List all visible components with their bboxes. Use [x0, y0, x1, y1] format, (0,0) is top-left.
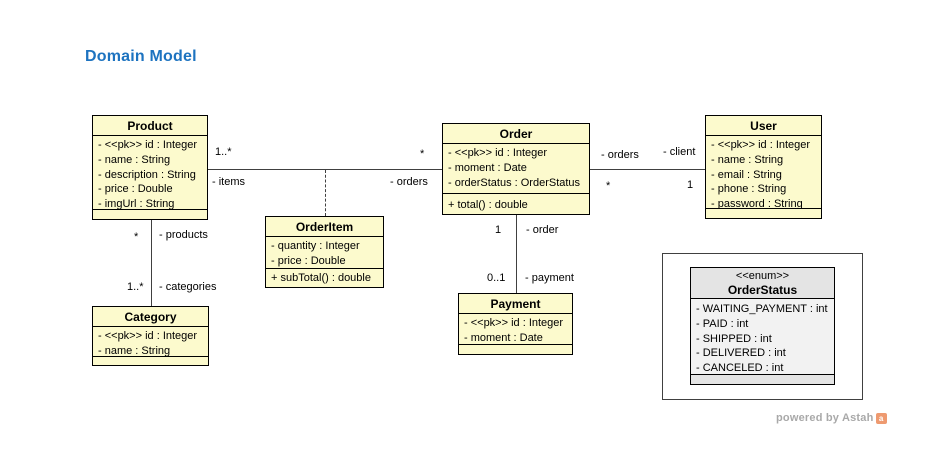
attribute: - <<pk>> id : Integer [448, 147, 548, 159]
multiplicity-label: * [606, 180, 611, 192]
attribute: - <<pk>> id : Integer [98, 330, 198, 342]
class-payment: Payment - <<pk>> id : Integer - moment : … [458, 293, 573, 355]
enum-literal: - CANCELED : int [696, 362, 784, 375]
attribute: - price : Double [98, 183, 173, 196]
attribute: - email : String [711, 168, 782, 181]
multiplicity-label: 1..* [127, 281, 144, 293]
enum-literal: - PAID : int [696, 317, 749, 330]
class-title: Payment [459, 294, 572, 314]
role-label: - products [159, 229, 208, 241]
attribute: - moment : Date [448, 161, 527, 174]
association-class-dashed-line [325, 170, 326, 216]
role-label: - orders [390, 176, 428, 188]
attribute: - <<pk>> id : Integer [464, 317, 564, 329]
attribute: - price : Double [271, 254, 346, 267]
role-label: - order [526, 224, 559, 236]
association-line-order-payment [516, 215, 517, 293]
class-operations [706, 209, 821, 218]
attribute: - password : String [711, 198, 803, 209]
enum-empty-compartment [691, 375, 834, 384]
class-title: User [706, 116, 821, 136]
class-attributes: - <<pk>> id : Integer - moment : Date [459, 314, 572, 345]
enum-orderstatus: <<enum>> OrderStatus - WAITING_PAYMENT :… [690, 267, 835, 385]
watermark-text: powered by Astah [776, 412, 874, 424]
class-attributes: - <<pk>> id : Integer - name : String [93, 327, 208, 357]
multiplicity-label: 1 [687, 179, 694, 191]
class-order: Order - <<pk>> id : Integer - moment : Da… [442, 123, 590, 215]
role-label: - orders [601, 149, 639, 161]
attribute: - orderStatus : OrderStatus [448, 176, 581, 189]
class-operations: + subTotal() : double [266, 269, 383, 287]
attribute: - description : String [98, 168, 196, 181]
attribute: - imgUrl : String [98, 198, 175, 210]
attribute: - name : String [711, 153, 784, 166]
class-operations: + total() : double [443, 194, 589, 214]
class-user: User - <<pk>> id : Integer - name : Strin… [705, 115, 822, 219]
multiplicity-label: * [420, 148, 425, 160]
attribute: - quantity : Integer [271, 240, 360, 252]
class-title: Product [93, 116, 207, 136]
attribute: - name : String [98, 153, 171, 166]
multiplicity-label: 1..* [215, 146, 232, 158]
role-label: - items [212, 176, 245, 188]
class-operations [93, 210, 207, 219]
class-orderitem: OrderItem - quantity : Integer - price : … [265, 216, 384, 288]
class-title: Category [93, 307, 208, 327]
class-attributes: - <<pk>> id : Integer - moment : Date - or… [443, 144, 589, 195]
class-attributes: - <<pk>> id : Integer - name : String - de… [93, 136, 207, 210]
class-title: OrderItem [266, 217, 383, 237]
association-line-product-category [151, 220, 152, 306]
role-label: - categories [159, 281, 217, 293]
role-label: - payment [525, 272, 574, 284]
role-label: - client [663, 146, 696, 158]
association-line-product-order [208, 169, 442, 170]
enum-literal: - SHIPPED : int [696, 332, 772, 345]
association-line-order-user [590, 169, 705, 170]
class-product: Product - <<pk>> id : Integer - name : St… [92, 115, 208, 220]
diagram-title: Domain Model [85, 48, 197, 65]
operation: + total() : double [448, 199, 528, 212]
attribute: - name : String [98, 344, 171, 357]
enum-literal: - DELIVERED : int [696, 347, 786, 360]
attribute: - <<pk>> id : Integer [98, 139, 198, 151]
class-attributes: - quantity : Integer - price : Double [266, 237, 383, 270]
astah-logo-icon: a [875, 412, 887, 424]
multiplicity-label: * [134, 231, 139, 243]
class-operations [93, 357, 208, 365]
enum-literal: - WAITING_PAYMENT : int [696, 303, 828, 315]
operation: + subTotal() : double [271, 272, 371, 285]
attribute: - moment : Date [464, 331, 543, 344]
class-operations [459, 345, 572, 354]
class-attributes: - <<pk>> id : Integer - name : String - em… [706, 136, 821, 209]
attribute: - <<pk>> id : Integer [711, 139, 811, 151]
class-title: Order [443, 124, 589, 144]
multiplicity-label: 0..1 [487, 272, 506, 284]
multiplicity-label: 1 [495, 224, 502, 236]
enum-attributes: - WAITING_PAYMENT : int - PAID : int - SHI… [691, 299, 834, 375]
class-category: Category - <<pk>> id : Integer - name : S… [92, 306, 209, 366]
enum-stereotype: <<enum>> [735, 270, 790, 282]
enum-name: OrderStatus [727, 283, 798, 297]
watermark: powered by Astah a [776, 412, 887, 424]
enum-title: <<enum>> OrderStatus [691, 268, 834, 299]
attribute: - phone : String [711, 183, 787, 196]
